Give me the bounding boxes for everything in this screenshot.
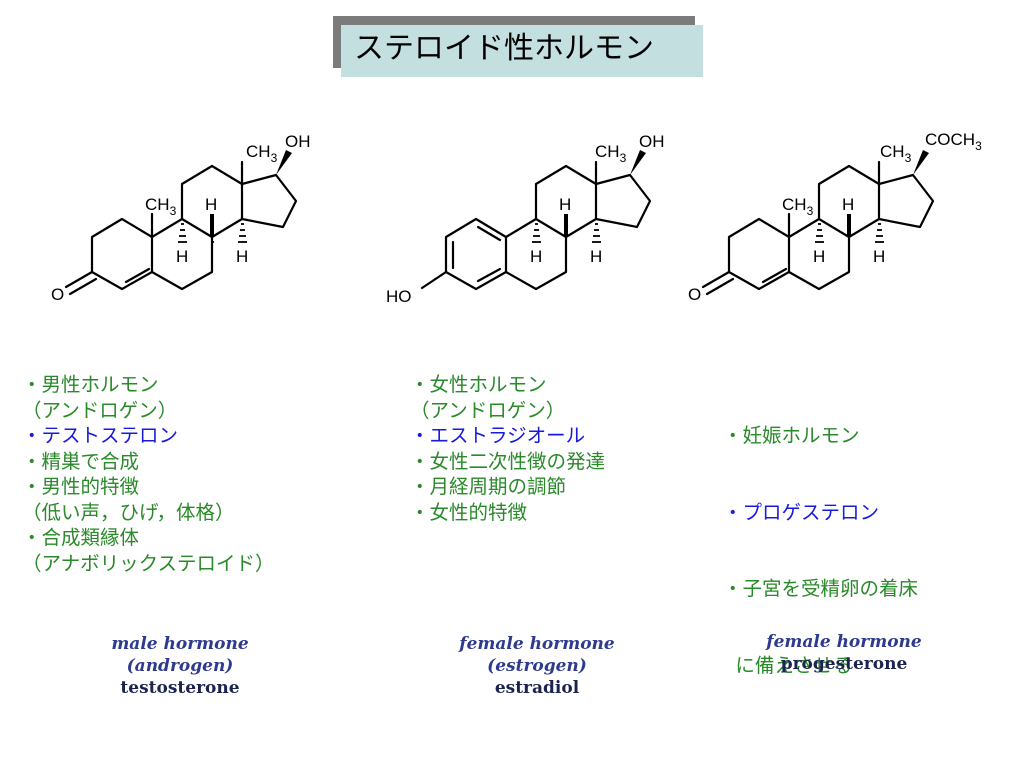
desc-line: （アナボリックステロイド）	[22, 551, 275, 575]
progesterone-h14: H	[873, 247, 885, 266]
progesterone-ch3-17: CH3	[880, 142, 912, 165]
estradiol-ho3: HO	[386, 287, 412, 306]
progesterone-ch3-10: CH3	[782, 195, 814, 218]
estradiol-caption: female hormone (estrogen) estradiol	[417, 633, 657, 699]
estradiol-h8: H	[559, 195, 571, 214]
testosterone-ch3-17: CH3	[246, 142, 278, 165]
estradiol-structure	[420, 160, 652, 291]
desc-line: ・合成類縁体	[22, 526, 140, 549]
caption-line: (androgen)	[126, 656, 234, 676]
progesterone-coch3: COCH3	[925, 130, 982, 153]
caption-line: female hormone	[459, 634, 615, 654]
desc-line: ・子宮を受精卵の着床	[723, 577, 919, 600]
desc-line: ・女性ホルモン	[410, 373, 547, 396]
testosterone-caption: male hormone (androgen) testosterone	[60, 633, 300, 699]
testosterone-h8: H	[205, 195, 217, 214]
estradiol-oh: OH	[639, 132, 665, 151]
progesterone-h8: H	[842, 195, 854, 214]
testosterone-h9: H	[176, 247, 188, 266]
estradiol-ch3-17: CH3	[595, 142, 627, 165]
estradiol-description: ・女性ホルモン （アンドロゲン） ・エストラジオール ・女性二次性徴の発達 ・月…	[410, 372, 605, 525]
progesterone-structure	[701, 160, 935, 296]
progesterone-h9: H	[813, 247, 825, 266]
page-title: ステロイド性ホルモン	[354, 31, 654, 66]
caption-name: testosterone	[120, 678, 240, 698]
testosterone-oh: OH	[285, 132, 311, 151]
desc-line: （アンドロゲン）	[410, 398, 566, 422]
desc-line: ・女性的特徴	[410, 500, 528, 524]
testosterone-h14: H	[236, 247, 248, 266]
title-box	[341, 25, 703, 77]
caption-name: progesterone	[780, 654, 908, 674]
caption-line: (estrogen)	[487, 656, 587, 676]
estradiol-h14: H	[590, 247, 602, 266]
desc-line: ・妊娠ホルモン	[723, 424, 860, 447]
progesterone-o3: O	[688, 285, 701, 304]
testosterone-description: ・男性ホルモン （アンドロゲン） ・テストステロン ・精巣で合成 ・男性的特徴 …	[22, 372, 275, 576]
desc-line-highlight: ・プロゲステロン	[723, 500, 880, 524]
desc-line: ・月経周期の調節	[410, 475, 567, 498]
caption-line: female hormone	[766, 632, 922, 652]
caption-name: estradiol	[494, 678, 580, 698]
desc-line-highlight: ・エストラジオール	[410, 424, 586, 447]
desc-line: ・男性ホルモン	[22, 373, 159, 396]
testosterone-o3: O	[51, 285, 64, 304]
desc-line: （アンドロゲン）	[22, 398, 178, 422]
testosterone-ch3-10: CH3	[145, 195, 177, 218]
desc-line: ・女性二次性徴の発達	[410, 449, 606, 473]
progesterone-description: ・妊娠ホルモン ・プロゲステロン ・子宮を受精卵の着床 に備えさせる	[723, 372, 918, 704]
desc-line: ・男性的特徴	[22, 475, 140, 498]
desc-line-highlight: ・テストステロン	[22, 424, 179, 447]
desc-line: ・精巣で合成	[22, 449, 140, 473]
progesterone-caption: female hormone progesterone	[724, 631, 964, 675]
desc-line: （低い声，ひげ，体格）	[22, 500, 235, 524]
caption-line: male hormone	[111, 634, 249, 654]
estradiol-h9: H	[530, 247, 542, 266]
desc-line: に備えさせる	[723, 653, 853, 677]
testosterone-structure	[64, 160, 298, 296]
